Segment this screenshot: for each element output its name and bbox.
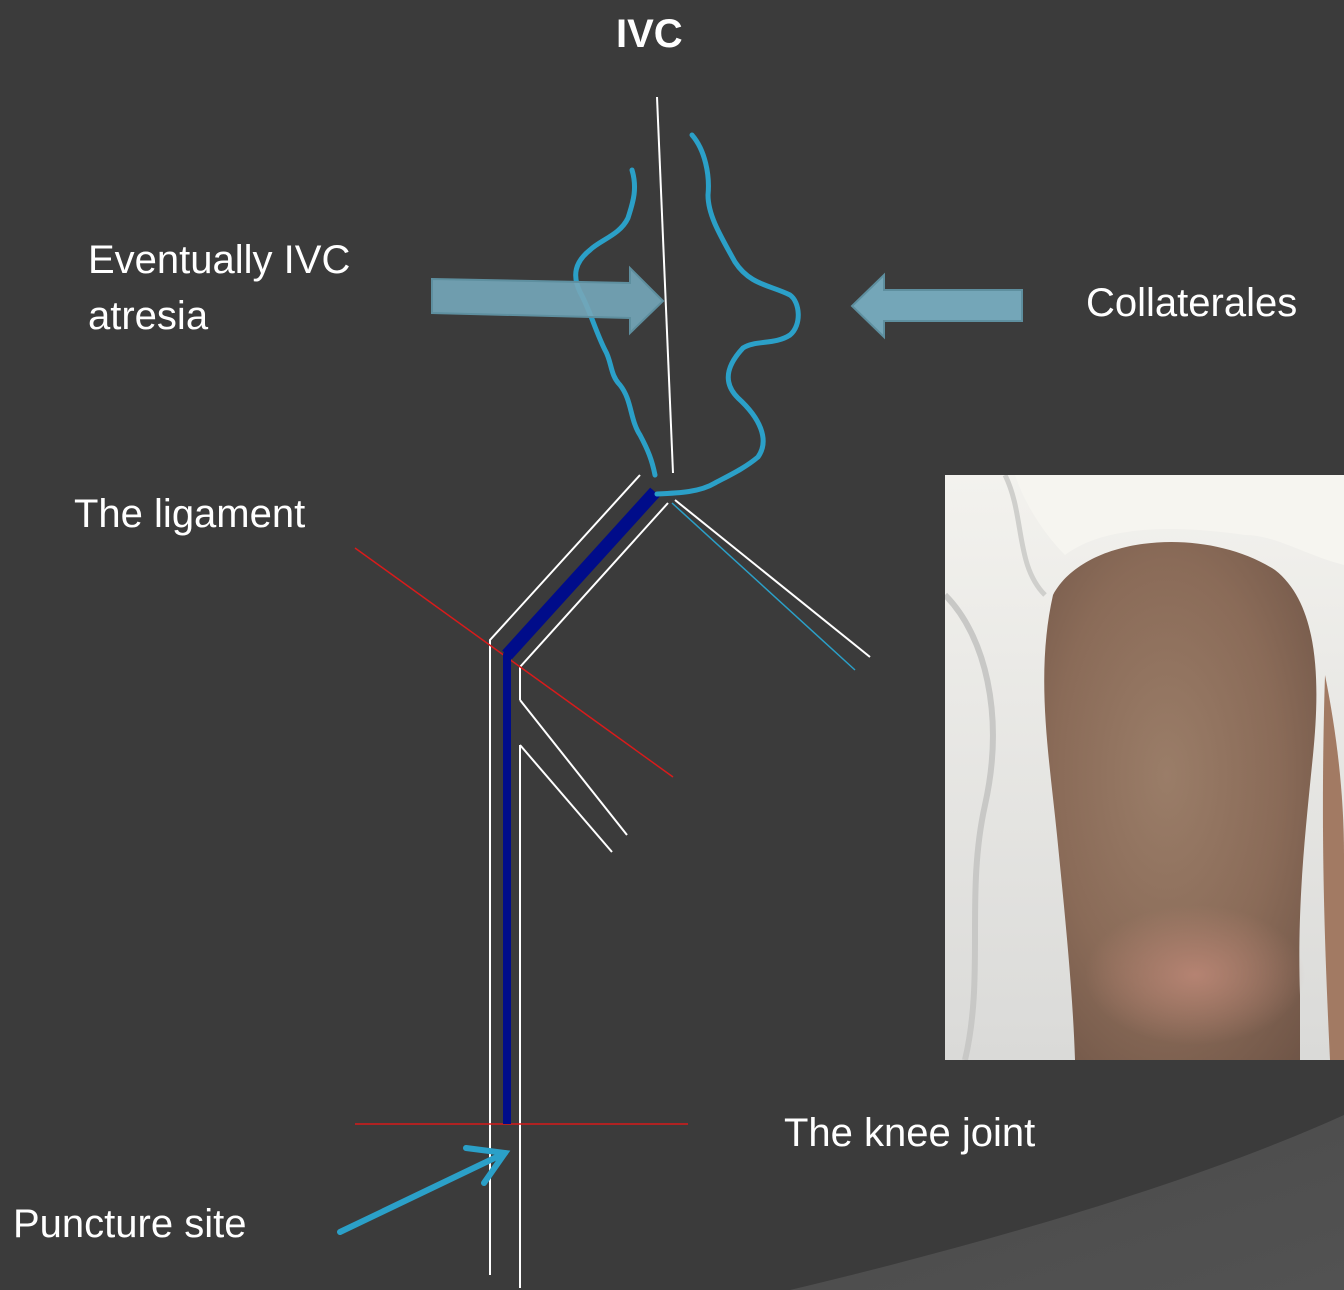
thigh-photo <box>945 475 1344 1060</box>
catheter-line <box>507 492 655 1124</box>
catheter-tip <box>507 492 655 655</box>
ivc-line <box>657 97 673 473</box>
puncture-site-label: Puncture site <box>13 1201 246 1247</box>
collateral-vessels-right <box>657 135 798 494</box>
collaterales-label: Collaterales <box>1086 280 1297 326</box>
collaterales-block-arrow <box>852 275 1022 337</box>
knee-joint-label: The knee joint <box>784 1110 1035 1156</box>
vein-outline <box>490 475 870 1288</box>
thigh-photo-drawing <box>945 475 1344 1060</box>
collateral-branch-line <box>672 503 855 670</box>
eventually-atresia-label-line2: atresia <box>88 293 208 339</box>
atresia-block-arrow <box>432 268 663 333</box>
ivc-label: IVC <box>616 11 683 57</box>
eventually-atresia-label-line1: Eventually IVC <box>88 237 350 283</box>
ligament-label: The ligament <box>74 491 305 537</box>
ligament-line <box>355 548 673 777</box>
puncture-arrow <box>340 1148 505 1232</box>
collateral-vessels <box>576 170 655 475</box>
